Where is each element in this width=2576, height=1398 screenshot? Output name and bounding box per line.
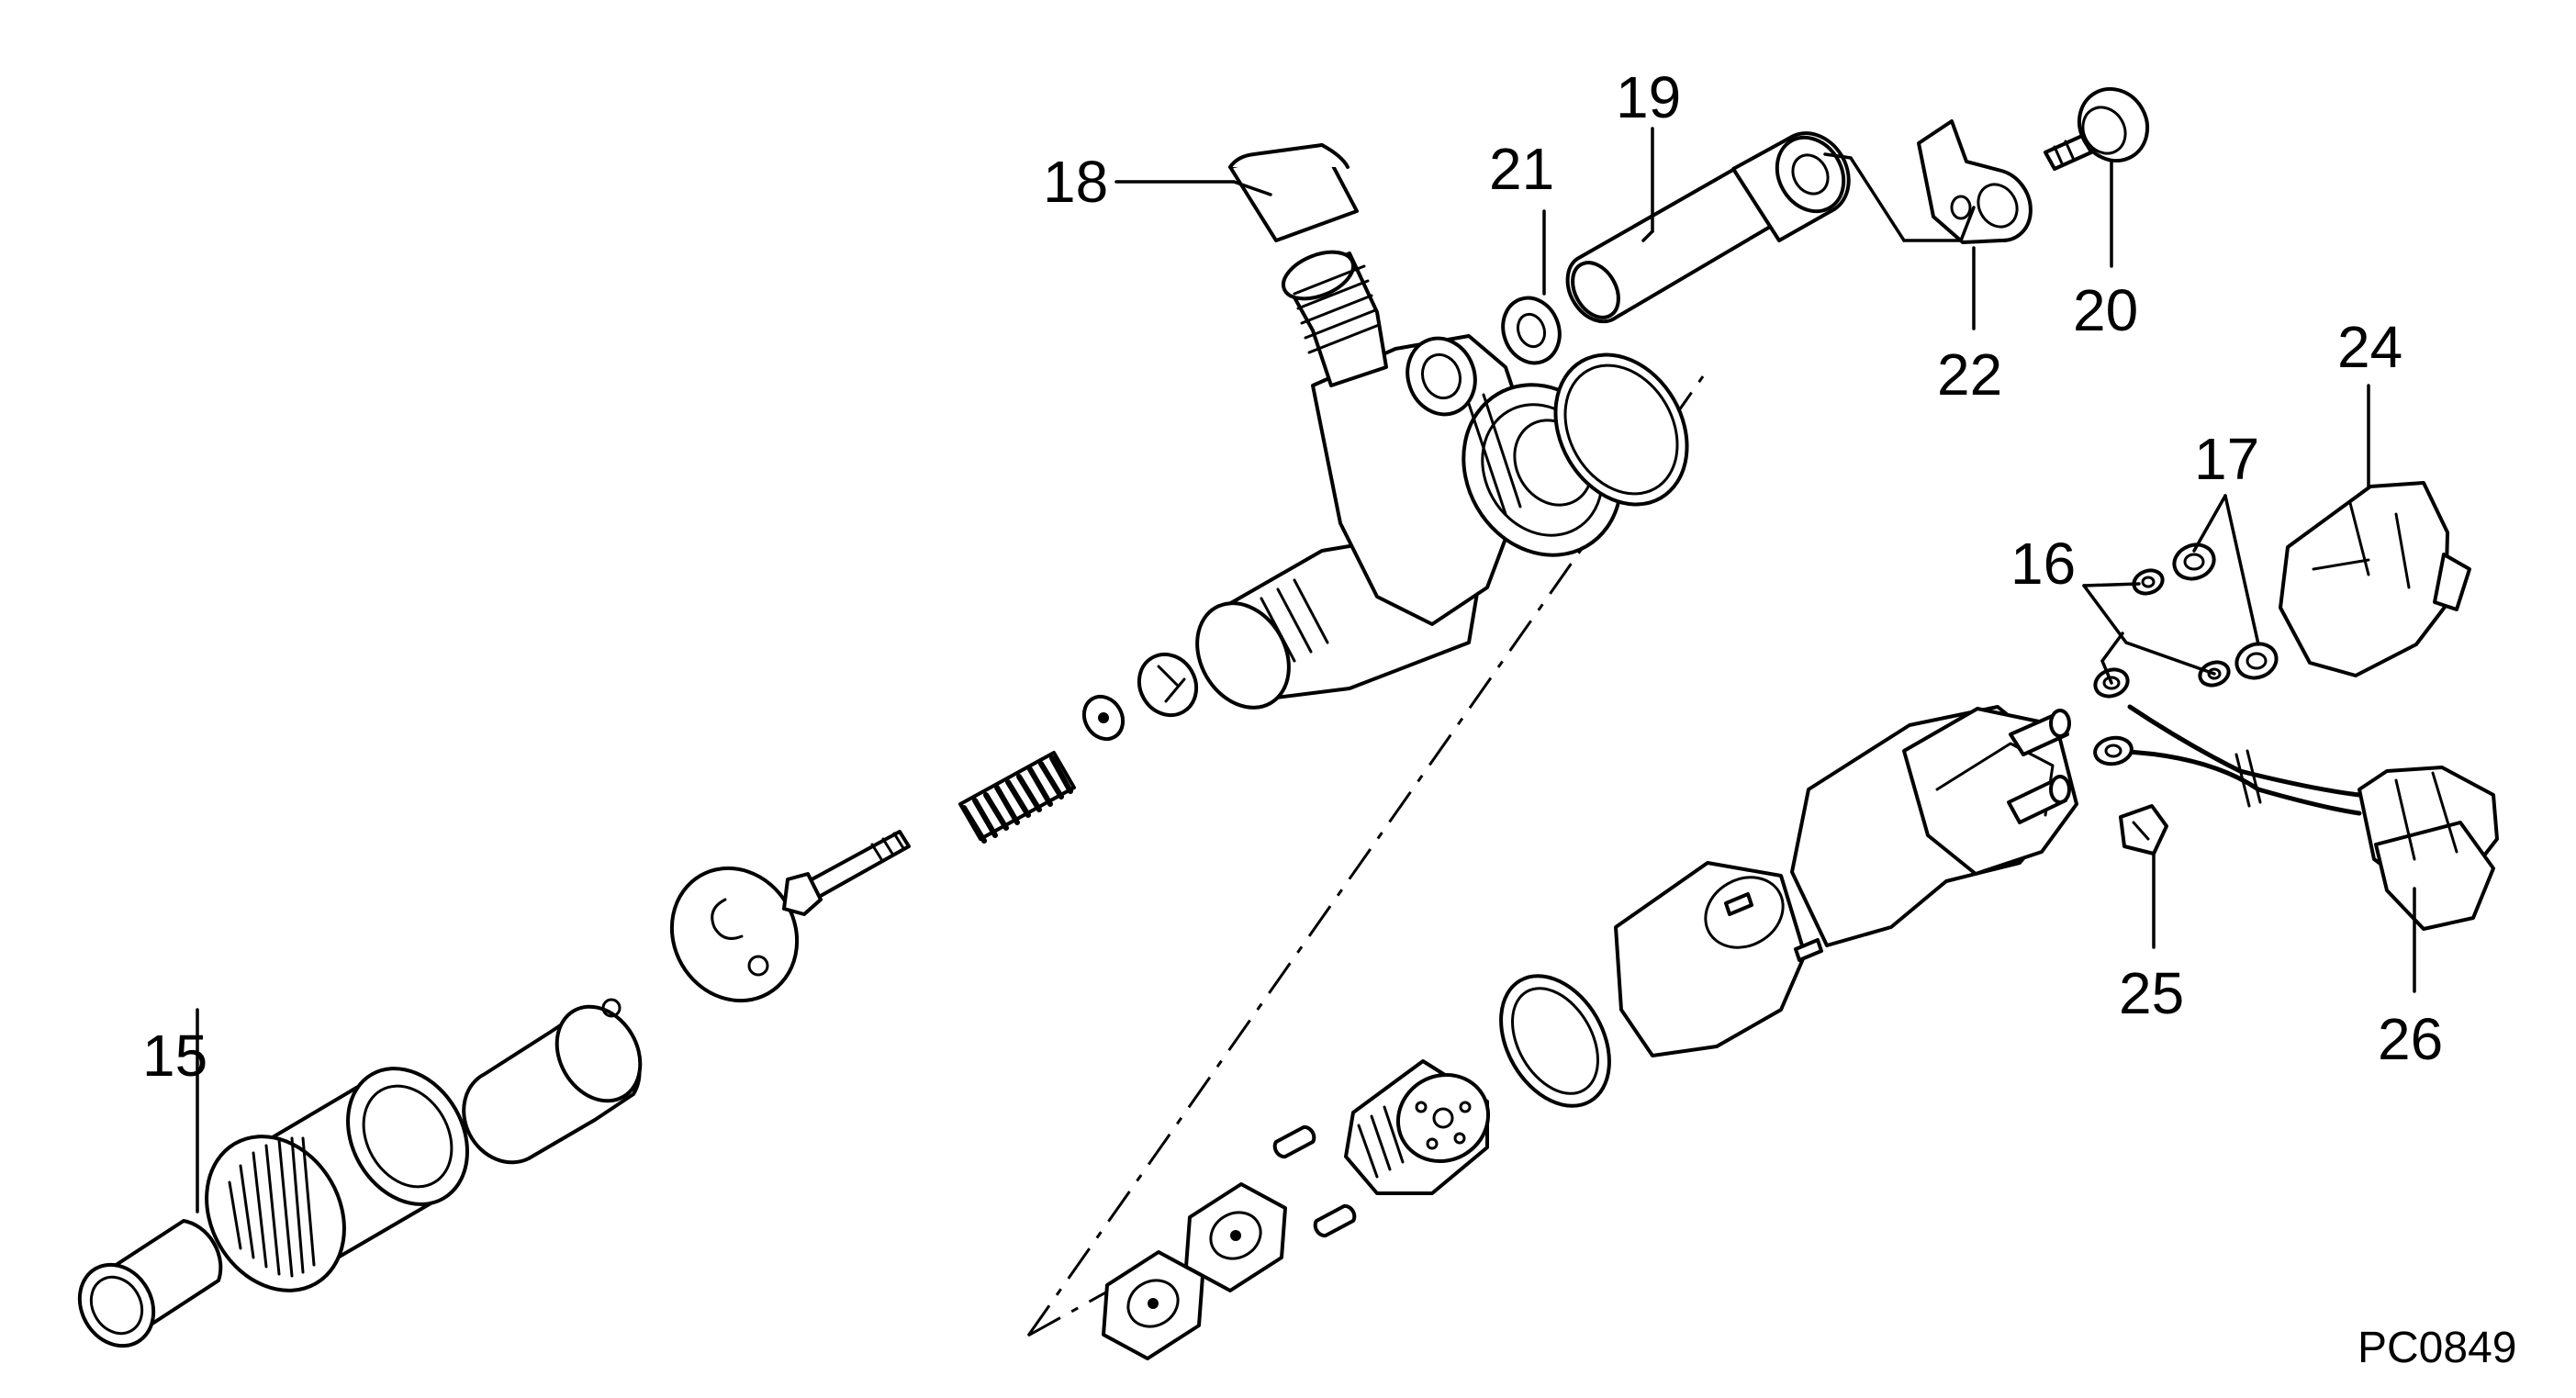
part-25-clip — [2119, 804, 2168, 856]
part-ring-seal — [1499, 974, 1611, 1108]
part-pressure-pin — [782, 830, 911, 916]
part-dowel-pin-upper — [1272, 1124, 1316, 1159]
callout-20: 20 — [2073, 277, 2138, 343]
part-solenoid-valve — [1790, 705, 2078, 947]
part-15-end-cap — [77, 1219, 223, 1348]
leader-16-b — [2082, 584, 2216, 676]
callout-17: 17 — [2194, 426, 2259, 492]
callout-19: 19 — [1616, 64, 1681, 130]
callout-21: 21 — [1489, 136, 1554, 202]
part-17-nut-bottom — [2234, 642, 2279, 680]
part-small-washer — [1081, 694, 1126, 742]
part-16-washer-top — [2132, 568, 2165, 596]
part-18-cap — [1228, 143, 1359, 242]
leader-19-tip — [1641, 229, 1654, 242]
callout-26: 26 — [2378, 1006, 2443, 1072]
part-spring — [958, 751, 1076, 844]
part-pressure-piece — [1137, 652, 1199, 718]
part-nozzle — [462, 998, 643, 1165]
callout-15: 15 — [142, 1023, 207, 1089]
part-21-washer — [1501, 296, 1562, 365]
axis-line-tail — [1027, 1288, 1112, 1337]
leader-lines — [196, 127, 2416, 1213]
callout-16: 16 — [2010, 531, 2076, 597]
part-22-bracket — [1917, 119, 2033, 244]
part-solenoid-small — [1614, 861, 1823, 1057]
part-threaded-plug — [1344, 1059, 1491, 1195]
part-17-nut-top — [2172, 542, 2216, 581]
leader-16-a — [2082, 582, 2141, 587]
part-20-bolt — [2044, 86, 2150, 171]
part-24-cover — [2279, 481, 2471, 677]
leader-17-b — [2223, 494, 2260, 646]
leader-16-c — [2100, 632, 2124, 685]
callout-24: 24 — [2337, 314, 2402, 380]
part-injector-body — [1195, 250, 1689, 710]
part-intermediate-disc-lower — [1102, 1250, 1204, 1360]
part-dowel-pin-lower — [1313, 1203, 1357, 1238]
callout-25: 25 — [2119, 960, 2184, 1026]
part-spacer — [669, 866, 800, 1003]
callout-22: 22 — [1937, 341, 2002, 408]
part-19-leakoff-pipe — [1565, 131, 1851, 324]
drawing-code: PC0849 — [2358, 1324, 2516, 1372]
callout-18: 18 — [1043, 149, 1108, 215]
leader-17-a — [2192, 494, 2227, 553]
leader-18-tip — [1232, 180, 1272, 196]
part-26-wiring-harness — [2093, 704, 2499, 931]
part-knurled-nut — [205, 1067, 469, 1292]
leader-22-a — [1823, 152, 1976, 242]
